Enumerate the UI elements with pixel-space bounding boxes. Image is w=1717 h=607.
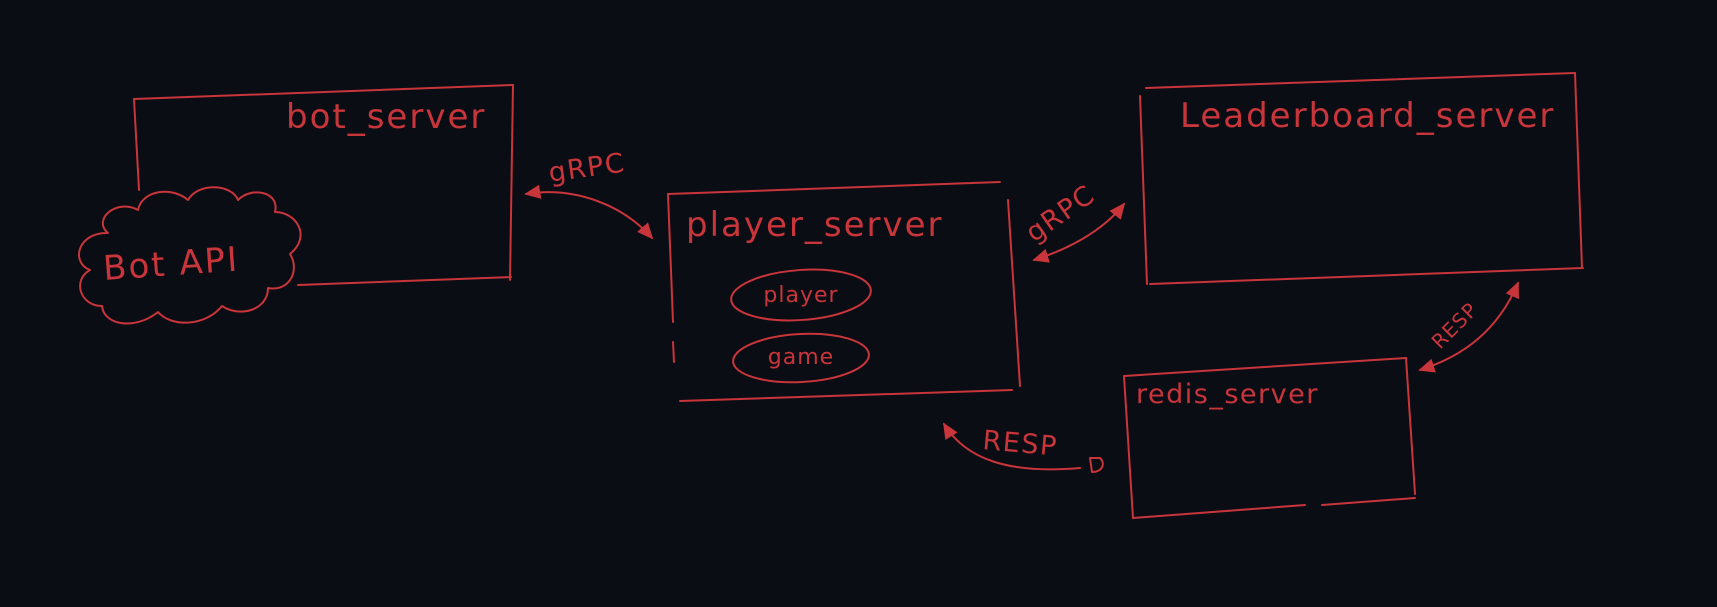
edge-player-to-leaderboard-label: gRPC [1020,179,1101,249]
leaderboard-server-label: Leaderboard_server [1180,96,1555,136]
player-server-label: player_server [686,205,944,245]
bot-server-label: bot_server [286,97,486,137]
node-redis-server: redis_server [1123,357,1416,519]
edge-bot-to-player: gRPC [524,148,654,240]
edge-player-to-leaderboard: gRPC [1020,179,1126,263]
edge-leaderboard-to-redis-label: RESP [1427,297,1483,353]
edge-redis-to-player-label: RESP [981,425,1059,462]
edge-redis-to-player: RESP [943,422,1104,473]
bot-api-label: Bot API [102,240,241,289]
module-game: game [732,332,870,384]
module-player: player [730,268,872,322]
module-game-label: game [768,345,834,370]
node-bot-api: Bot API [78,186,302,325]
node-player-server: player_server player game [667,181,1021,402]
node-bot-server: bot_server [133,84,514,286]
redis-server-label: redis_server [1136,379,1319,410]
edge-bot-to-player-label: gRPC [547,148,628,189]
edge-leaderboard-to-redis: RESP [1418,281,1519,373]
module-player-label: player [763,283,838,308]
node-leaderboard-server: Leaderboard_server [1139,72,1584,285]
